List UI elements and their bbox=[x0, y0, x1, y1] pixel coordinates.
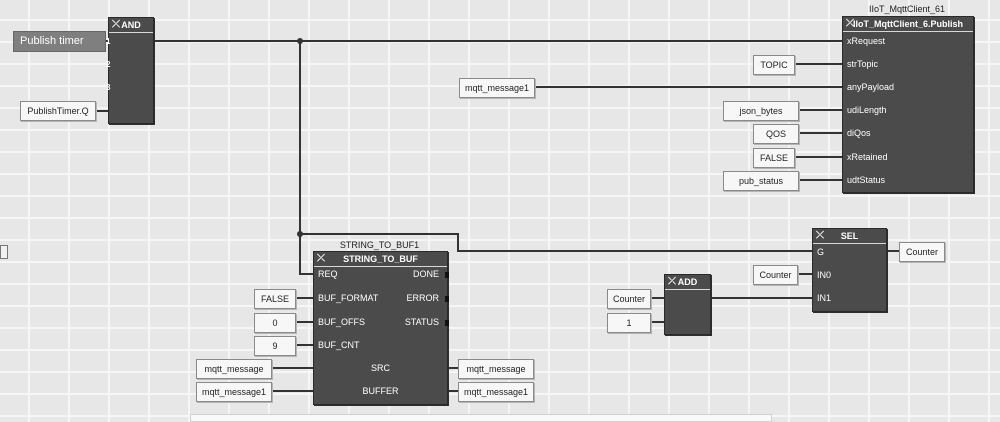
add-counter-input[interactable]: Counter bbox=[607, 289, 651, 309]
port-in1: IN1 bbox=[817, 293, 832, 303]
buf-cnt-variable[interactable]: 9 bbox=[254, 336, 296, 356]
offscreen-block-edge[interactable] bbox=[0, 245, 8, 259]
port-status: STATUS bbox=[404, 317, 439, 327]
string-to-buf-type: STRING_TO_BUF bbox=[343, 254, 418, 264]
x-icon: ⤫ bbox=[317, 253, 325, 264]
port-strtopic: strTopic bbox=[847, 59, 879, 69]
x-icon: ⤫ bbox=[846, 18, 854, 29]
and-block-title: AND bbox=[121, 20, 141, 30]
payload-variable[interactable]: mqtt_message1 bbox=[459, 78, 535, 98]
port-buf-offs: BUF_OFFS bbox=[318, 317, 366, 327]
sel-block-header: ⤫ SEL bbox=[813, 229, 886, 244]
topic-variable[interactable]: TOPIC bbox=[753, 55, 795, 75]
sel-counter-output[interactable]: Counter bbox=[899, 242, 945, 262]
status-output-pin[interactable] bbox=[445, 320, 449, 326]
x-icon: ⤫ bbox=[112, 19, 120, 30]
mqtt-publish-header: ⤫ IIoT_MqttClient_6.Publish bbox=[843, 17, 973, 32]
sel-block[interactable]: ⤫ SEL G IN0 IN1 bbox=[812, 228, 887, 312]
x-icon: ⤫ bbox=[668, 276, 676, 287]
done-output-pin[interactable] bbox=[445, 272, 449, 278]
src-output-variable[interactable]: mqtt_message bbox=[458, 359, 534, 379]
port-diqos: diQos bbox=[847, 128, 871, 138]
and-input-1-label: 1 bbox=[106, 37, 111, 46]
publish-timer-q-variable[interactable]: PublishTimer.Q bbox=[20, 101, 96, 121]
port-done: DONE bbox=[412, 269, 439, 279]
status-variable[interactable]: pub_status bbox=[723, 171, 799, 191]
mqtt-instance-name: IIoT_MqttClient_61 bbox=[868, 4, 946, 14]
sel-block-title: SEL bbox=[840, 231, 859, 241]
port-in0: IN0 bbox=[817, 270, 832, 280]
port-g: G bbox=[817, 247, 825, 257]
error-output-pin[interactable] bbox=[445, 296, 449, 302]
port-src: SRC bbox=[370, 363, 390, 373]
buf-format-variable[interactable]: FALSE bbox=[254, 289, 296, 309]
length-variable[interactable]: json_bytes bbox=[723, 101, 799, 121]
string-to-buf-instance-name: STRING_TO_BUF1 bbox=[339, 240, 420, 250]
add-block-title: ADD bbox=[677, 277, 698, 287]
add-constant-input[interactable]: 1 bbox=[607, 313, 651, 333]
port-udilength: udiLength bbox=[847, 105, 887, 115]
port-buffer: BUFFER bbox=[362, 386, 399, 396]
mqtt-publish-type: IIoT_MqttClient_6.Publish bbox=[852, 19, 963, 29]
port-udtstatus: udtStatus bbox=[847, 175, 886, 185]
src-input-variable[interactable]: mqtt_message bbox=[196, 359, 272, 379]
mqtt-publish-block[interactable]: ⤫ IIoT_MqttClient_6.Publish xRequest str… bbox=[842, 16, 974, 193]
and-input-2-label: 2 bbox=[106, 60, 111, 69]
port-xretained: xRetained bbox=[847, 152, 888, 162]
port-xrequest: xRequest bbox=[847, 36, 886, 46]
and-block-header: ⤫ AND bbox=[109, 18, 153, 33]
qos-variable[interactable]: QOS bbox=[753, 124, 799, 144]
add-block[interactable]: ⤫ ADD bbox=[664, 274, 711, 335]
sel-counter-input[interactable]: Counter bbox=[753, 265, 798, 285]
string-to-buf-block[interactable]: ⤫ STRING_TO_BUF REQ BUF_FORMAT BUF_OFFS … bbox=[313, 251, 449, 405]
buffer-output-variable[interactable]: mqtt_message1 bbox=[458, 382, 534, 402]
port-req: REQ bbox=[318, 269, 338, 279]
retained-variable[interactable]: FALSE bbox=[753, 148, 795, 168]
port-buf-cnt: BUF_CNT bbox=[318, 340, 360, 350]
buffer-input-variable[interactable]: mqtt_message1 bbox=[196, 382, 272, 402]
and-input-3-label: 3 bbox=[106, 83, 111, 92]
add-block-header: ⤫ ADD bbox=[665, 275, 710, 290]
string-to-buf-header: ⤫ STRING_TO_BUF bbox=[314, 252, 447, 267]
x-icon: ⤫ bbox=[816, 230, 824, 241]
port-anypayload: anyPayload bbox=[847, 82, 895, 92]
buf-offs-variable[interactable]: 0 bbox=[254, 313, 296, 333]
port-error: ERROR bbox=[406, 293, 439, 303]
and-block[interactable]: ⤫ AND 1 2 3 bbox=[106, 17, 154, 124]
horizontal-scrollbar[interactable] bbox=[190, 414, 772, 422]
port-buf-format: BUF_FORMAT bbox=[318, 293, 379, 303]
publish-timer-input[interactable]: Publish timer bbox=[13, 31, 106, 52]
